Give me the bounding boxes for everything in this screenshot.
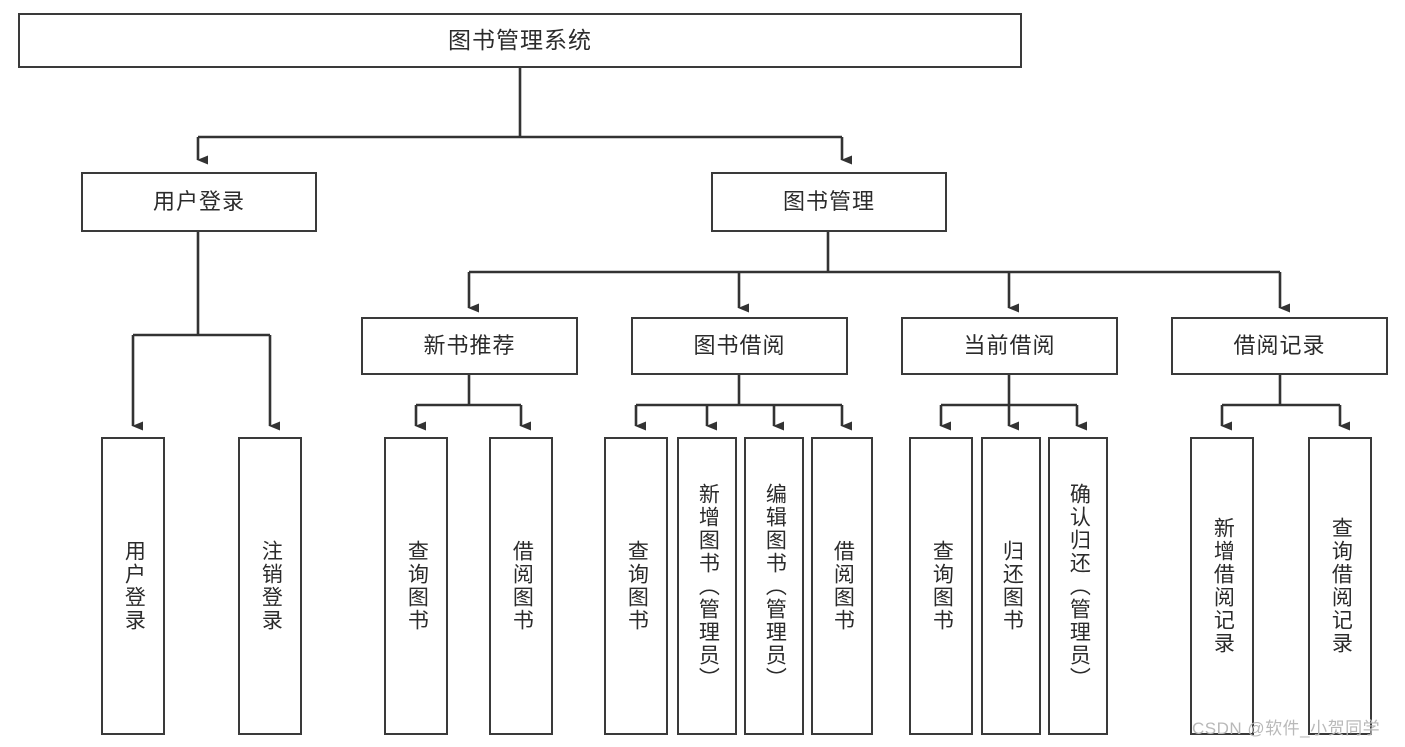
node-root-system[interactable]: 图书管理系统 xyxy=(18,13,1022,68)
node-label: 图书管理系统 xyxy=(448,26,592,53)
node-label: 新增借阅记录 xyxy=(1211,517,1235,655)
edges-book-manage-to-level3 xyxy=(467,232,1290,313)
node-new-book-recommend[interactable]: 新书推荐 xyxy=(361,317,578,375)
node-label: 新增图书（管理员） xyxy=(696,482,720,690)
node-label: 图书管理 xyxy=(782,188,875,214)
node-leaf-query-book-1[interactable]: 查询图书 xyxy=(384,437,448,735)
edges-user-login-to-leaves xyxy=(131,232,280,431)
node-label: 查询借阅记录 xyxy=(1329,517,1353,655)
edges-root-to-level2 xyxy=(196,68,852,165)
node-book-borrow[interactable]: 图书借阅 xyxy=(631,317,848,375)
node-label: 图书借阅 xyxy=(693,332,786,358)
node-label: 当前借阅 xyxy=(963,332,1056,358)
node-label: 确认归还（管理员） xyxy=(1067,482,1091,690)
node-leaf-borrow-book-2[interactable]: 借阅图书 xyxy=(811,437,873,735)
node-label: 用户登录 xyxy=(122,540,146,632)
node-leaf-confirm-return[interactable]: 确认归还（管理员） xyxy=(1048,437,1108,735)
node-leaf-user-login[interactable]: 用户登录 xyxy=(101,437,165,735)
node-label: 借阅记录 xyxy=(1233,332,1326,358)
node-user-login[interactable]: 用户登录 xyxy=(81,172,317,232)
node-leaf-query-book-3[interactable]: 查询图书 xyxy=(909,437,973,735)
node-borrow-record[interactable]: 借阅记录 xyxy=(1171,317,1388,375)
node-leaf-borrow-book-1[interactable]: 借阅图书 xyxy=(489,437,553,735)
edges-book-borrow-to-leaves xyxy=(634,375,852,431)
node-label: 注销登录 xyxy=(259,540,283,632)
node-leaf-return-book[interactable]: 归还图书 xyxy=(981,437,1041,735)
node-leaf-add-book[interactable]: 新增图书（管理员） xyxy=(677,437,737,735)
node-label: 借阅图书 xyxy=(831,540,855,632)
node-leaf-query-record[interactable]: 查询借阅记录 xyxy=(1308,437,1372,735)
edges-new-book-recommend-to-leaves xyxy=(414,375,531,431)
node-book-manage[interactable]: 图书管理 xyxy=(711,172,947,232)
node-label: 编辑图书（管理员） xyxy=(763,482,787,690)
node-label: 归还图书 xyxy=(1000,540,1024,632)
node-current-borrow[interactable]: 当前借阅 xyxy=(901,317,1118,375)
node-label: 查询图书 xyxy=(930,540,954,632)
node-label: 查询图书 xyxy=(625,540,649,632)
node-leaf-add-record[interactable]: 新增借阅记录 xyxy=(1190,437,1254,735)
edges-current-borrow-to-leaves xyxy=(939,375,1087,431)
node-label: 借阅图书 xyxy=(510,540,534,632)
edges-borrow-record-to-leaves xyxy=(1220,375,1350,431)
node-label: 用户登录 xyxy=(152,188,245,214)
node-label: 查询图书 xyxy=(405,540,429,632)
node-leaf-query-book-2[interactable]: 查询图书 xyxy=(604,437,668,735)
node-leaf-edit-book[interactable]: 编辑图书（管理员） xyxy=(744,437,804,735)
node-label: 新书推荐 xyxy=(423,332,516,358)
node-leaf-user-logout[interactable]: 注销登录 xyxy=(238,437,302,735)
